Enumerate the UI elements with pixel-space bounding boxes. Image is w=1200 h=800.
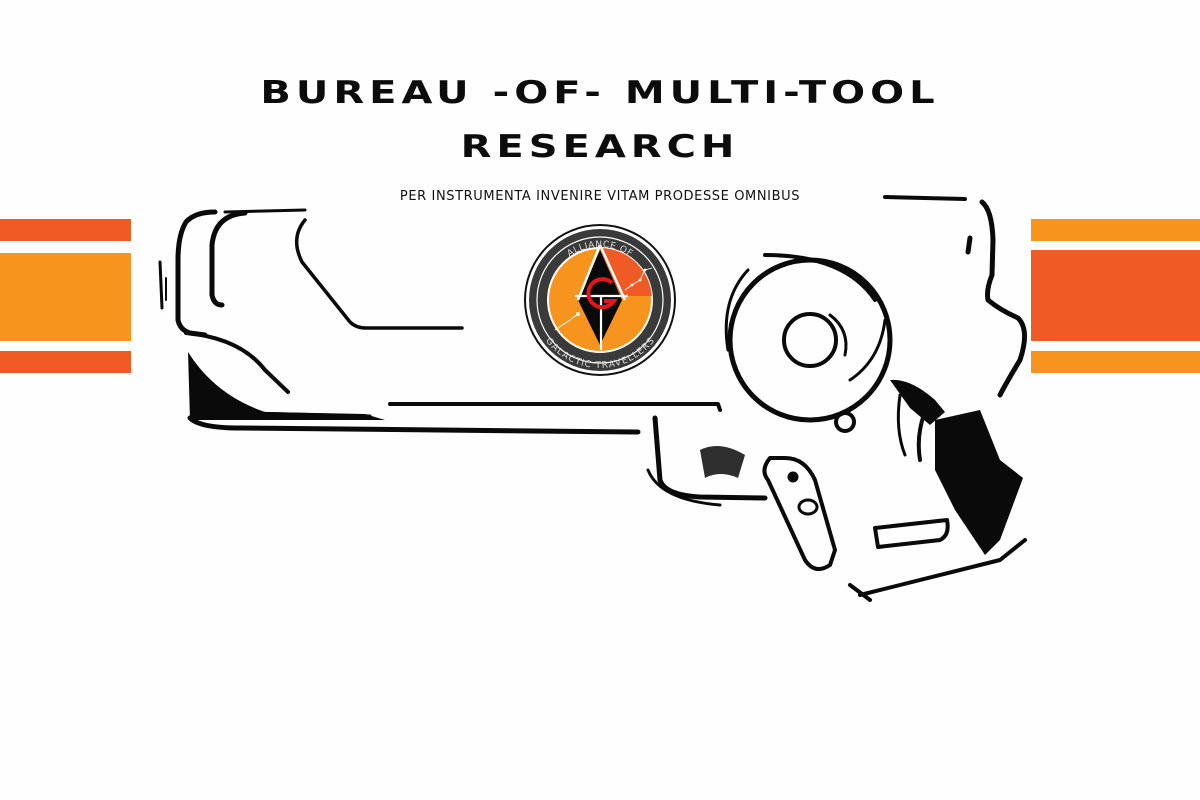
right-stripe-top	[1031, 219, 1200, 241]
page-title-line-1: BUREAU -OF- MULTI-TOOL	[260, 75, 940, 111]
right-stripe-middle	[1031, 250, 1200, 341]
left-stripe-bottom	[0, 351, 131, 373]
left-stripe-middle	[0, 253, 131, 341]
motto: PER INSTRUMENTA INVENIRE VITAM PRODESSE …	[399, 189, 801, 204]
page-title-line-2: RESEARCH	[460, 129, 740, 165]
right-stripe-bottom	[1031, 351, 1200, 373]
left-stripe-top	[0, 219, 131, 241]
